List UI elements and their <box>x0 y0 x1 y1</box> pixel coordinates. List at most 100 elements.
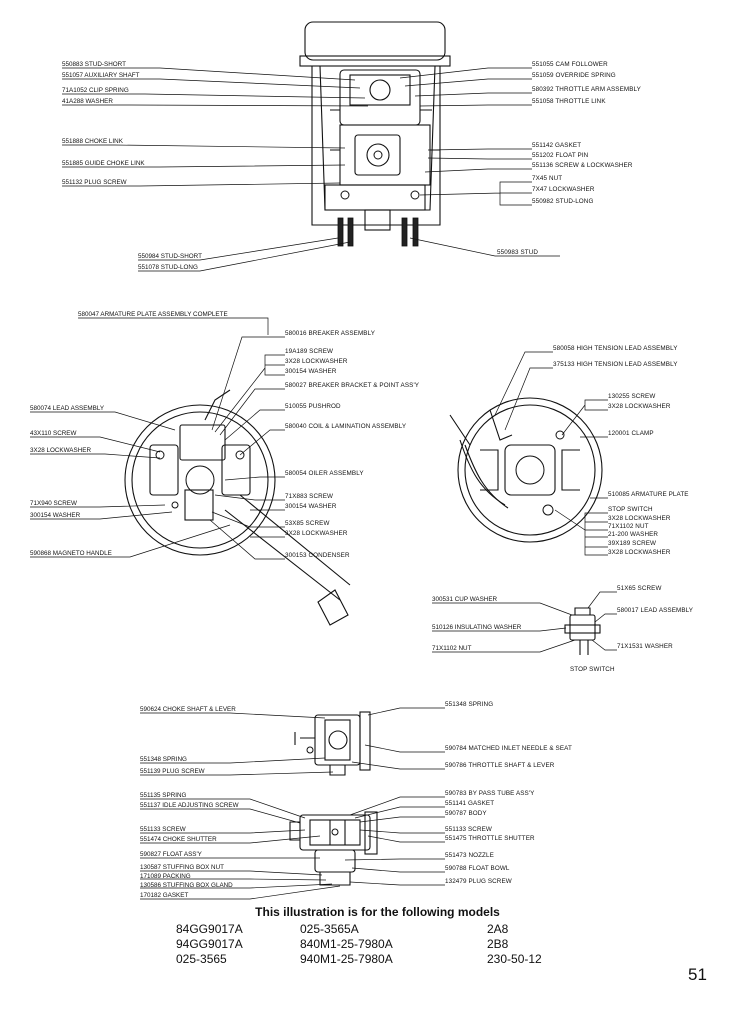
fig1-leader-lines <box>62 67 560 272</box>
f6-label: 171089 PACKING <box>140 873 191 880</box>
f1-label: 71A1052 CLIP SPRING <box>62 87 129 94</box>
f2-label: 53X85 SCREW <box>285 520 330 527</box>
f2-label: 510055 PUSHROD <box>285 403 341 410</box>
f3-label: 580058 HIGH TENSION LEAD ASSEMBLY <box>553 345 678 352</box>
f2-label: 43X110 SCREW <box>30 430 76 437</box>
f6-label: 551133 SCREW <box>140 826 186 833</box>
stop-switch-drawing <box>564 607 601 655</box>
f1-label: 551078 STUD-LONG <box>138 264 198 271</box>
f1-label: 550982 STUD-LONG <box>532 198 593 205</box>
f1-label: 551202 FLOAT PIN <box>532 152 589 159</box>
f2-title: 580047 ARMATURE PLATE ASSEMBLY COMPLETE <box>78 311 228 318</box>
fig1-labels: 550883 STUD-SHORT 551057 AUXILIARY SHAFT… <box>62 61 642 271</box>
models-column-2: 025-3565A 840M1-25-7980A 940M1-25-7980A <box>300 922 393 967</box>
f1-label: 550883 STUD-SHORT <box>62 61 126 68</box>
f6-label: 551135 SPRING <box>140 792 187 799</box>
f2-label: 580074 LEAD ASSEMBLY <box>30 405 105 412</box>
fig5-leader-lines <box>140 707 445 776</box>
f3-label: 21-200 WASHER <box>608 531 658 538</box>
f2-label: 300154 WASHER <box>285 503 337 510</box>
f6-label: 551137 IDLE ADJUSTING SCREW <box>140 802 239 809</box>
f4-label: 71X1531 WASHER <box>617 643 673 650</box>
f3-label: 120001 CLAMP <box>608 430 654 437</box>
f2-label: 71X940 SCREW <box>30 500 77 507</box>
model-number: 84GG9017A <box>176 922 243 936</box>
page-number: 51 <box>688 965 707 984</box>
f1-label: 41A288 WASHER <box>62 98 113 105</box>
model-number: 2A8 <box>487 922 509 936</box>
f3-label: 71X1102 NUT <box>608 523 649 530</box>
f2-label: 300154 WASHER <box>30 512 81 519</box>
f5-label: 551348 SPRING <box>445 701 493 708</box>
f1-label: 551142 GASKET <box>532 142 581 149</box>
f3-label: 375133 HIGH TENSION LEAD ASSEMBLY <box>553 361 678 368</box>
f4-label: 510126 INSULATING WASHER <box>432 624 522 631</box>
models-column-3: 2A8 2B8 230-50-12 <box>487 922 542 967</box>
f6-label: 590788 FLOAT BOWL <box>445 865 510 872</box>
f6-label: 551133 SCREW <box>445 826 492 833</box>
f1-label: 551059 OVERRIDE SPRING <box>532 72 616 79</box>
f4-caption: STOP SWITCH <box>570 666 615 673</box>
fig2-labels: 580047 ARMATURE PLATE ASSEMBLY COMPLETE … <box>30 311 420 559</box>
f1-label: 550983 STUD <box>497 249 538 256</box>
f1-label: 551132 PLUG SCREW <box>62 179 127 186</box>
f6-label: 130587 STUFFING BOX NUT <box>140 864 224 871</box>
model-number: 2B8 <box>487 937 509 951</box>
f1-label: 580392 THROTTLE ARM ASSEMBLY <box>532 86 642 93</box>
f2-label: 300153 CONDENSER <box>285 552 350 559</box>
fig6-labels: 551135 SPRING 551137 IDLE ADJUSTING SCRE… <box>140 790 535 899</box>
powerhead-drawing <box>299 21 451 247</box>
f2-label: 590868 MAGNETO HANDLE <box>30 550 112 557</box>
f1-label: 551057 AUXILIARY SHAFT <box>62 72 140 79</box>
f2-label: 3X28 LOCKWASHER <box>285 530 348 537</box>
fig3-labels: 580058 HIGH TENSION LEAD ASSEMBLY 375133… <box>553 345 689 556</box>
f2-label: 300154 WASHER <box>285 368 337 375</box>
f6-label: 551474 CHOKE SHUTTER <box>140 836 217 843</box>
models-column-1: 84GG9017A 94GG9017A 025-3565 <box>176 922 243 967</box>
f1-label: 551055 CAM FOLLOWER <box>532 61 608 68</box>
f2-label: 580040 COIL & LAMINATION ASSEMBLY <box>285 423 407 430</box>
f4-label: 51X65 SCREW <box>617 585 662 592</box>
f1-label: 551136 SCREW & LOCKWASHER <box>532 162 633 169</box>
fig6-leader-lines <box>140 796 445 900</box>
f3-label: 3X28 LOCKWASHER <box>608 403 671 410</box>
f3-label: 3X28 LOCKWASHER <box>608 515 671 522</box>
f6-label: 132479 PLUG SCREW <box>445 878 512 885</box>
f6-label: 551475 THROTTLE SHUTTER <box>445 835 535 842</box>
f5-label: 590786 THROTTLE SHAFT & LEVER <box>445 762 555 769</box>
f3-label: 130255 SCREW <box>608 393 655 400</box>
fig3-leader-lines <box>494 351 608 556</box>
model-number: 94GG9017A <box>176 937 243 951</box>
f3-label: 39X189 SCREW <box>608 540 656 547</box>
f1-label: 551885 GUIDE CHOKE LINK <box>62 160 145 167</box>
fig2-leader-lines <box>30 317 285 560</box>
model-number: 840M1-25-7980A <box>300 937 393 951</box>
f5-label: 590784 MATCHED INLET NEEDLE & SEAT <box>445 745 572 752</box>
f1-label: 7X45 NUT <box>532 175 562 182</box>
f1-label: 551058 THROTTLE LINK <box>532 98 606 105</box>
model-number: 940M1-25-7980A <box>300 952 393 966</box>
f3-label: 3X28 LOCKWASHER <box>608 549 671 556</box>
f5-label: 590624 CHOKE SHAFT & LEVER <box>140 706 236 713</box>
f5-label: 551139 PLUG SCREW <box>140 768 205 775</box>
f2-label: 71X883 SCREW <box>285 493 333 500</box>
f4-label: 580017 LEAD ASSEMBLY <box>617 607 694 614</box>
f3-label: STOP SWITCH <box>608 506 653 513</box>
fig5-labels: 590624 CHOKE SHAFT & LEVER 551348 SPRING… <box>140 701 572 775</box>
f6-label: 130586 STUFFING BOX GLAND <box>140 882 233 889</box>
f1-label: 551888 CHOKE LINK <box>62 138 124 145</box>
f6-label: 551473 NOZZLE <box>445 852 494 859</box>
model-number: 230-50-12 <box>487 952 542 966</box>
model-number: 025-3565 <box>176 952 227 966</box>
armature-plate-right-drawing <box>449 397 603 543</box>
f2-label: 19A189 SCREW <box>285 348 333 355</box>
fig4-labels: 300531 CUP WASHER 510126 INSULATING WASH… <box>432 585 694 673</box>
f4-label: 300531 CUP WASHER <box>432 596 498 603</box>
f1-label: 550984 STUD-SHORT <box>138 253 202 260</box>
models-caption: This illustration is for the following m… <box>255 905 500 919</box>
f6-label: 590787 BODY <box>445 810 487 817</box>
f5-label: 551348 SPRING <box>140 756 187 763</box>
armature-plate-left-drawing <box>124 389 351 626</box>
model-number: 025-3565A <box>300 922 359 936</box>
